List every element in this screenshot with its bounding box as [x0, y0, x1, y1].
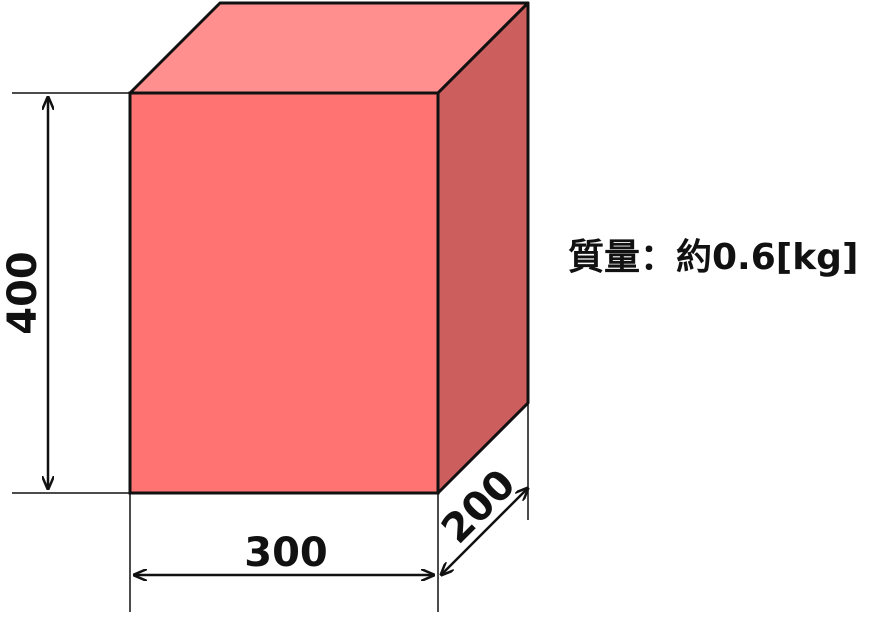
- depth-dimension-arrow: [441, 488, 528, 575]
- width-dimension-label: 300: [244, 530, 328, 576]
- height-dimension-label: 400: [0, 251, 46, 335]
- box-front-face: [128, 91, 440, 495]
- mass-label: 質量：約0.6[kg]: [568, 237, 859, 278]
